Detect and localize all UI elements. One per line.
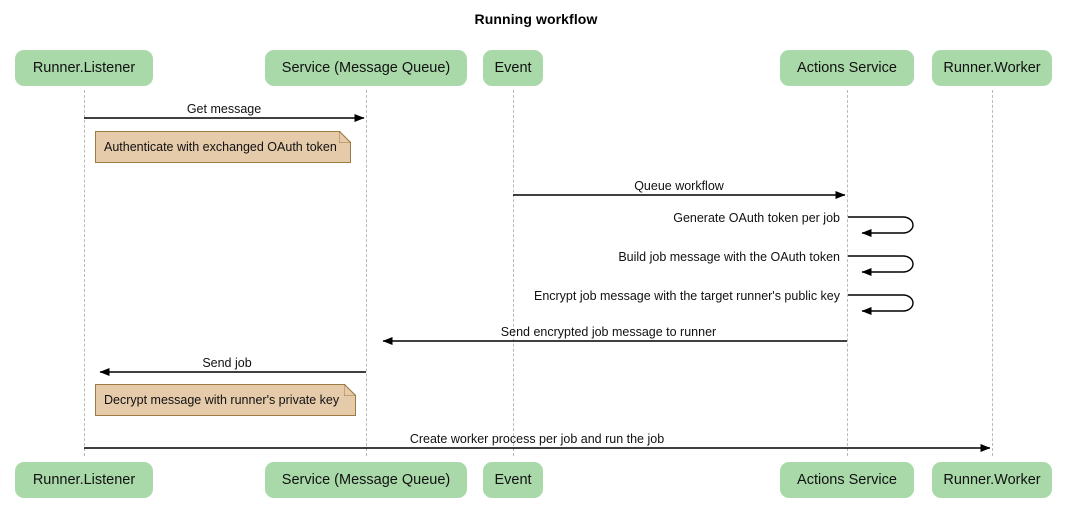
label-generate-oauth-token: Generate OAuth token per job (673, 211, 840, 225)
lifeline-runner-worker (992, 90, 993, 456)
participant-label: Event (494, 60, 532, 76)
note-label: Authenticate with exchanged OAuth token (104, 140, 337, 154)
note-fold-lines-icon (344, 384, 356, 396)
participant-event-bottom[interactable]: Event (483, 462, 543, 498)
note-label: Decrypt message with runner's private ke… (104, 393, 340, 407)
participant-runner-listener-bottom[interactable]: Runner.Listener (15, 462, 153, 498)
label-send-encrypted-job-message: Send encrypted job message to runner (500, 325, 717, 339)
note-fold-icon (340, 131, 351, 142)
participant-runner-worker-bottom[interactable]: Runner.Worker (932, 462, 1052, 498)
page-title: Running workflow (474, 11, 598, 27)
arrow-generate-oauth-token (848, 216, 914, 237)
label-queue-workflow: Queue workflow (634, 179, 724, 193)
participant-label: Actions Service (797, 472, 897, 488)
lifeline-runner-listener (84, 90, 85, 456)
participant-label: Event (494, 472, 532, 488)
participant-service-message-queue-bottom[interactable]: Service (Message Queue) (265, 462, 467, 498)
label-send-job: Send job (202, 356, 252, 370)
label-create-worker-process: Create worker process per job and run th… (409, 432, 665, 446)
lifeline-actions-service (847, 90, 848, 456)
participant-runner-worker-top[interactable]: Runner.Worker (932, 50, 1052, 86)
label-get-message: Get message (186, 102, 262, 116)
note-fold-lines-icon (339, 131, 351, 143)
arrow-build-job-message (848, 255, 914, 276)
participant-label: Runner.Listener (32, 60, 136, 76)
participant-label: Runner.Worker (943, 472, 1041, 488)
participant-label: Runner.Worker (943, 60, 1041, 76)
note-fold-icon (345, 384, 356, 395)
participant-service-message-queue-top[interactable]: Service (Message Queue) (265, 50, 467, 86)
note-authenticate-oauth: Authenticate with exchanged OAuth token (95, 131, 351, 163)
participant-label: Runner.Listener (32, 472, 136, 488)
participant-event-top[interactable]: Event (483, 50, 543, 86)
participant-label: Actions Service (797, 60, 897, 76)
lifeline-service-message-queue (366, 90, 367, 456)
arrow-encrypt-job-message (848, 294, 914, 315)
participant-label: Service (Message Queue) (281, 60, 451, 76)
participant-label: Service (Message Queue) (281, 472, 451, 488)
note-decrypt-private-key: Decrypt message with runner's private ke… (95, 384, 356, 416)
lifeline-event (513, 90, 514, 456)
label-encrypt-job-message: Encrypt job message with the target runn… (533, 289, 840, 303)
participant-runner-listener-top[interactable]: Runner.Listener (15, 50, 153, 86)
label-build-job-message: Build job message with the OAuth token (618, 250, 840, 264)
participant-actions-service-top[interactable]: Actions Service (780, 50, 914, 86)
participant-actions-service-bottom[interactable]: Actions Service (780, 462, 914, 498)
